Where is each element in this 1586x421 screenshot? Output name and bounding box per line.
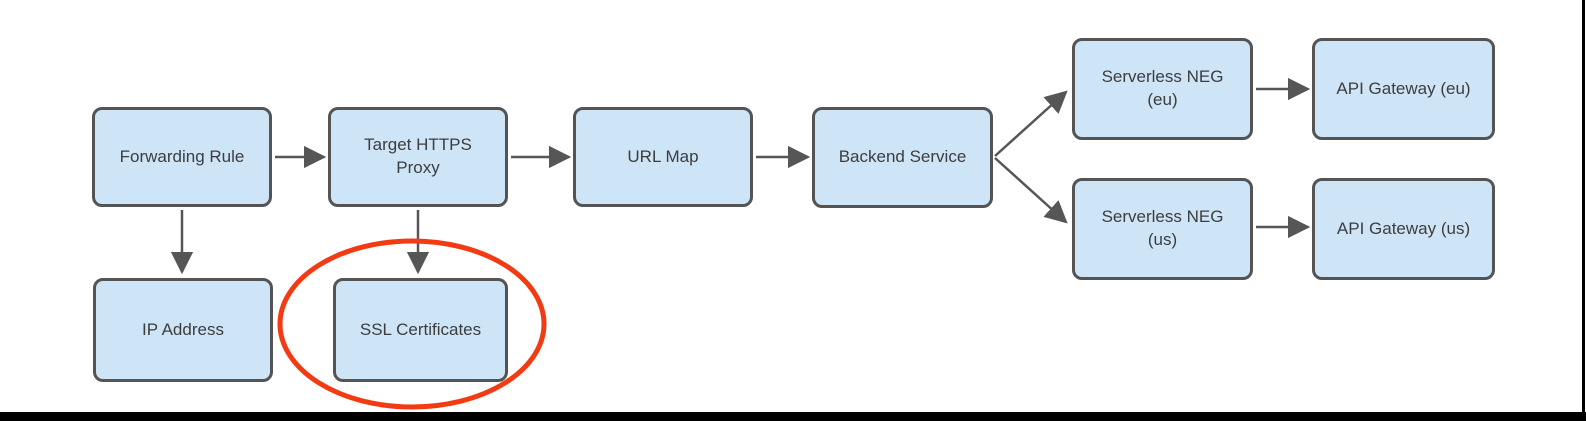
edge-backend-to-neg-us <box>994 157 1068 224</box>
node-url-map: URL Map <box>573 107 753 207</box>
node-api-gateway-us: API Gateway (us) <box>1312 178 1495 280</box>
node-ssl-certificates: SSL Certificates <box>333 278 508 382</box>
edge-backend-to-neg-eu <box>994 90 1068 157</box>
node-label: SSL Certificates <box>359 319 482 339</box>
node-label: Serverless NEG (us) <box>1101 207 1224 249</box>
node-backend-service: Backend Service <box>812 107 993 208</box>
node-forwarding-rule: Forwarding Rule <box>92 107 272 207</box>
node-label: Serverless NEG (eu) <box>1101 67 1224 109</box>
node-ip-address: IP Address <box>93 278 273 382</box>
right-frame-line <box>1582 0 1585 421</box>
node-api-gateway-eu: API Gateway (eu) <box>1312 38 1495 140</box>
bottom-frame-bar <box>0 412 1586 421</box>
node-label: Target HTTPS Proxy <box>364 135 472 177</box>
node-label: Backend Service <box>838 147 967 167</box>
node-serverless-neg-us: Serverless NEG (us) <box>1072 178 1253 280</box>
node-label: Forwarding Rule <box>119 146 245 166</box>
node-serverless-neg-eu: Serverless NEG (eu) <box>1072 38 1253 140</box>
node-label: API Gateway (us) <box>1336 218 1471 238</box>
node-label: API Gateway (eu) <box>1336 78 1471 98</box>
node-target-https-proxy: Target HTTPS Proxy <box>328 107 508 207</box>
node-label: URL Map <box>627 146 699 166</box>
node-label: IP Address <box>142 319 224 339</box>
